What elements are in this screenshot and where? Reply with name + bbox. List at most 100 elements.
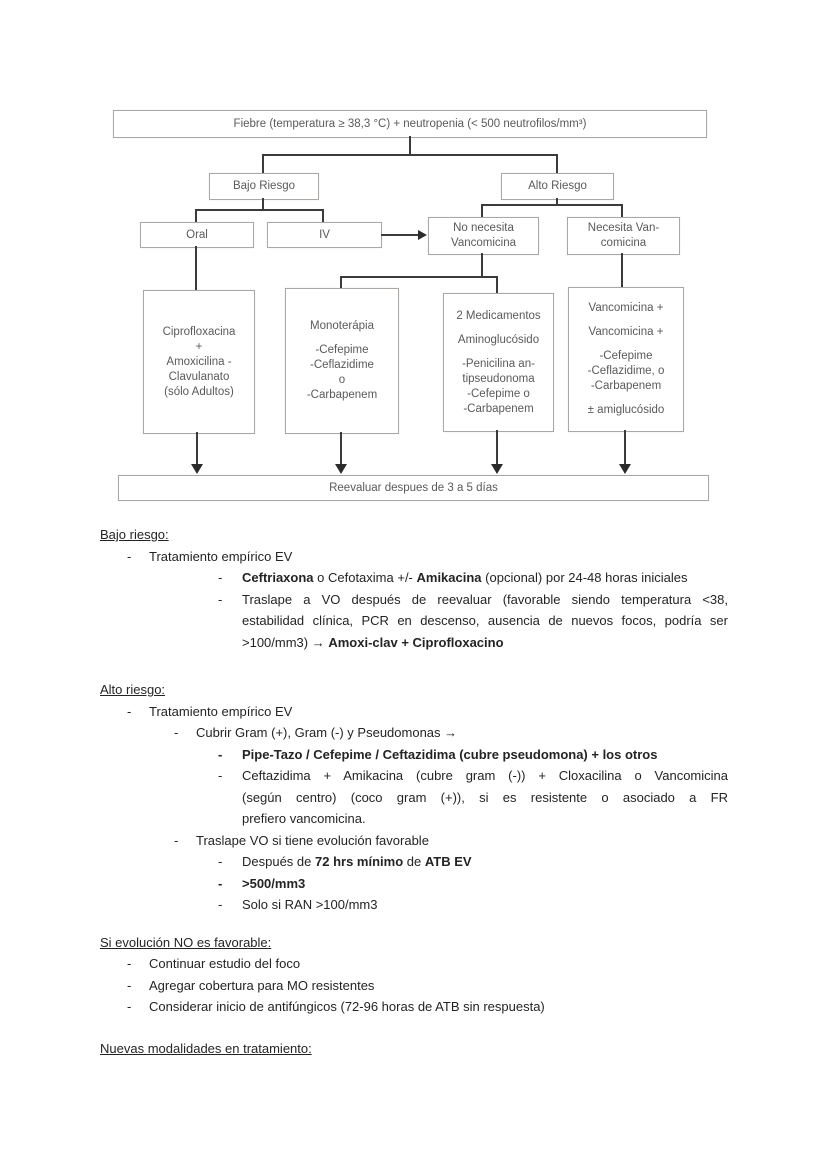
note-item: - Continuar estudio del foco: [100, 953, 728, 975]
box-line: -Ceflazidime, o: [587, 365, 665, 377]
note-line: prefiero vancomicina.: [242, 811, 366, 826]
flow-node-reevaluar: Reevaluar despues de 3 a 5 días: [118, 475, 709, 501]
connector-line: [409, 136, 411, 155]
note-section: Alto riesgo: - Tratamiento empírico EV - Cub…: [100, 679, 728, 916]
note-item: - Después de 72 hrs mínimo de ATB EV: [100, 851, 728, 873]
note-line: Traslape VO si tiene evolución favorable: [196, 832, 429, 848]
box-line: -Carbapenem: [306, 389, 378, 401]
note-line: Cubrir Gram (+), Gram (-) y Pseudomonas …: [196, 725, 458, 740]
connector-line: [624, 430, 626, 465]
note-item: -Ceftriaxona o Cefotaxima +/- Amikacina …: [100, 567, 728, 589]
box-line: (sólo Adultos): [164, 385, 234, 398]
connector-line: [556, 154, 558, 173]
note-line: Agregar cobertura para MO resistentes: [149, 977, 375, 993]
box-line: Vancomicina +: [588, 326, 664, 338]
box-line: 2 Medicamentos: [456, 309, 541, 322]
box-line: Clavulanato: [168, 370, 230, 383]
note-line: >500/mm3: [242, 875, 306, 891]
box-line: Monoterápia: [310, 320, 374, 332]
bullet-dash: -: [218, 591, 223, 607]
connector-line: [195, 209, 197, 222]
flow-node-bajo-riesgo: Bajo Riesgo: [209, 173, 319, 200]
connector-line: [621, 253, 623, 287]
note-section: Nuevas modalidades en tratamiento:: [100, 1038, 728, 1060]
box-line: -Carbapenem: [463, 402, 534, 415]
connector-line: [262, 198, 264, 210]
arrow-down-icon: [191, 464, 203, 474]
flow-node-ciprofloxacina-amoxicilina: Ciprofloxacina + Amoxicilina - Clavulanato (…: [143, 290, 255, 434]
connector-line: [481, 204, 623, 206]
note-item: -Considerar inicio de antifúngicos (72-9…: [100, 996, 728, 1018]
note-line: Tratamiento empírico EV: [149, 703, 293, 719]
note-line: Ceftriaxona o Cefotaxima +/- Amikacina (…: [242, 570, 688, 585]
connector-line: [340, 276, 498, 278]
bullet-dash: -: [218, 746, 223, 762]
box-line: -Cefepime: [599, 350, 653, 362]
box-line: comicina: [600, 237, 647, 249]
box-line: Vancomicina: [451, 237, 516, 249]
section-header: Alto riesgo:: [100, 682, 166, 697]
flow-node-oral: Oral: [140, 222, 254, 248]
box-line: -Ceflazidime: [310, 359, 374, 371]
bullet-dash: -: [174, 725, 179, 740]
arrow-down-icon: [619, 464, 631, 474]
note-item: - Ceftazidima + Amikacina (cubre gram (-)…: [100, 765, 728, 830]
bullet-dash: -: [218, 897, 223, 912]
bullet-dash: -: [127, 977, 132, 993]
note-item: - Cubrir Gram (+), Gram (-) y Pseudomonas…: [100, 722, 728, 744]
box-line: No necesita: [453, 222, 514, 234]
box-line: Vancomicina +: [588, 302, 664, 314]
notes: Bajo riesgo:-Tratamiento empírico EV-Cef…: [100, 524, 728, 1059]
box-line: Aminoglucósido: [457, 333, 540, 346]
bullet-dash: -: [218, 875, 223, 891]
box-line: -Cefepime: [315, 344, 369, 356]
arrow-down-icon: [491, 464, 503, 474]
flow-node-necesita-vancomicina: Necesita Van-comicina: [567, 217, 680, 255]
note-line: estabilidad clínica, PCR en descenso, au…: [242, 613, 728, 628]
flow-node-monoterapia: Monoterápia -Cefepime -Ceflazidime o -Carbap…: [285, 288, 399, 434]
note-line: >100/mm3) → Amoxi-clav + Ciprofloxacino: [242, 634, 504, 650]
flow-node-fiebre-neutropenia: Fiebre (temperatura ≥ 38,3 °C) + neutrop…: [113, 110, 707, 138]
note-section: Bajo riesgo:-Tratamiento empírico EV-Cef…: [100, 524, 728, 653]
section-header: Si evolución NO es favorable:: [100, 934, 272, 950]
note-item: - Pipe-Tazo / Cefepime / Ceftazidima (cub…: [100, 744, 728, 766]
box-line: o: [338, 374, 346, 386]
note-item: -Traslape VO si tiene evolución favorabl…: [100, 830, 728, 852]
note-item: - Tratamiento empírico EV: [100, 546, 728, 568]
bullet-dash: -: [127, 999, 132, 1014]
box-line: Ciprofloxacina: [162, 325, 236, 338]
bullet-dash: -: [127, 703, 132, 719]
connector-line: [481, 204, 483, 217]
connector-line: [262, 154, 558, 156]
note-line: Tratamiento empírico EV: [149, 548, 293, 564]
note-section: Si evolución NO es favorable: - Continuar …: [100, 932, 728, 1018]
connector-line: [556, 198, 558, 206]
box-line: +: [195, 340, 203, 353]
flow-node-alto-riesgo: Alto Riesgo: [501, 173, 614, 200]
note-line: Continuar estudio del foco: [149, 956, 301, 971]
connector-line: [621, 204, 623, 217]
flow-node-iv: IV: [267, 222, 382, 248]
note-line: Traslape a VO después de reevaluar (favo…: [242, 591, 728, 607]
note-item: -Solo si RAN >100/mm3: [100, 894, 728, 916]
section-header: Nuevas modalidades en tratamiento:: [100, 1040, 312, 1056]
connector-line: [195, 246, 197, 290]
bullet-dash: -: [127, 956, 132, 971]
connector-line: [262, 154, 264, 173]
note-line: Ceftazidima + Amikacina (cubre gram (-))…: [242, 768, 728, 783]
connector-line: [481, 253, 483, 278]
connector-line: [496, 276, 498, 293]
flow-node-vancomicina: Vancomicina + Vancomicina + -Cefepime -Cefl…: [568, 287, 684, 432]
box-line: tipseudonoma: [462, 372, 535, 385]
connector-line: [340, 432, 342, 465]
note-line: Pipe-Tazo / Cefepime / Ceftazidima (cubr…: [242, 746, 658, 762]
note-line: Después de 72 hrs mínimo de ATB EV: [242, 854, 472, 869]
bullet-dash: -: [218, 768, 223, 783]
bullet-dash: -: [127, 548, 132, 564]
bullet-dash: -: [218, 854, 223, 869]
box-line: Amoxicilina -: [166, 355, 232, 368]
connector-line: [340, 276, 342, 288]
